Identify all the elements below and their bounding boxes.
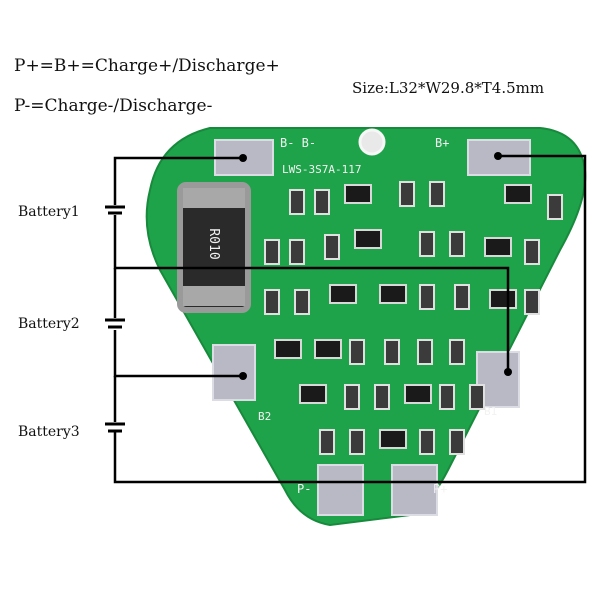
smd-transistor <box>314 339 342 359</box>
charge-discharge-plus-note: P+=B+=Charge+/Discharge+ <box>14 56 280 76</box>
battery3-label: Battery3 <box>18 424 80 440</box>
p-minus-label: P- <box>297 482 311 496</box>
connection-dot-b-plus <box>494 152 502 160</box>
smd-transistor <box>299 384 327 404</box>
battery2-label: Battery2 <box>18 316 80 332</box>
smd-resistor <box>417 339 433 365</box>
smd-resistor <box>524 289 540 315</box>
smd-resistor <box>374 384 390 410</box>
wire-b-plus <box>113 154 587 484</box>
b1-label: B1 <box>484 405 497 418</box>
b2-pad <box>212 344 256 401</box>
board-size-note: Size:L32*W29.8*T4.5mm <box>352 79 545 97</box>
smd-resistor <box>524 239 540 265</box>
b-minus-label: B- B- <box>280 136 316 150</box>
mounting-hole <box>358 128 386 156</box>
smd-resistor <box>264 239 280 265</box>
smd-resistor <box>429 181 445 207</box>
smd-transistor <box>274 339 302 359</box>
smd-resistor <box>264 289 280 315</box>
smd-resistor <box>547 194 563 220</box>
shunt-resistor-label: R010 <box>206 228 221 259</box>
smd-resistor <box>454 284 470 310</box>
shunt-resistor-terminal-top <box>183 188 245 208</box>
charge-discharge-minus-note: P-=Charge-/Discharge- <box>14 96 213 116</box>
smd-resistor <box>439 384 455 410</box>
smd-transistor <box>489 289 517 309</box>
smd-resistor <box>289 239 305 265</box>
battery3-symbol <box>105 422 125 433</box>
battery2-symbol <box>105 318 125 329</box>
wire-b-minus <box>113 156 243 205</box>
smd-resistor <box>294 289 310 315</box>
smd-resistor <box>419 284 435 310</box>
battery1-label: Battery1 <box>18 204 80 220</box>
battery-wiring <box>113 154 587 484</box>
p-plus-pad <box>391 464 438 516</box>
smd-resistor <box>344 384 360 410</box>
smd-resistor <box>319 429 335 455</box>
smd-resistor <box>449 231 465 257</box>
b-plus-label: B+ <box>435 136 449 150</box>
shunt-resistor-terminal-bottom <box>183 286 245 306</box>
smd-transistor <box>484 237 512 257</box>
smd-resistor <box>469 384 485 410</box>
model-label: LWS-3S7A-117 <box>282 163 361 176</box>
smd-resistor <box>419 429 435 455</box>
connection-dot-b2 <box>239 372 247 380</box>
smd-resistor <box>449 339 465 365</box>
smd-resistor <box>289 189 305 215</box>
smd-transistor <box>379 284 407 304</box>
smd-transistor <box>354 229 382 249</box>
shunt-resistor <box>177 182 251 313</box>
smd-resistor <box>314 189 330 215</box>
smd-transistor <box>504 184 532 204</box>
smd-resistor <box>384 339 400 365</box>
smd-transistor <box>344 184 372 204</box>
battery1-symbol <box>105 205 125 215</box>
smd-transistor <box>404 384 432 404</box>
smd-resistor <box>324 234 340 260</box>
smd-transistor <box>379 429 407 449</box>
connection-dot-b-minus <box>239 154 247 162</box>
smd-resistor <box>349 339 365 365</box>
p-minus-pad <box>317 464 364 516</box>
smd-components <box>264 181 563 455</box>
connection-dot-b1 <box>504 368 512 376</box>
p-plus-label: P+ <box>433 482 447 496</box>
smd-resistor <box>419 231 435 257</box>
smd-resistor <box>399 181 415 207</box>
smd-resistor <box>349 429 365 455</box>
b2-label: B2 <box>258 410 271 423</box>
smd-transistor <box>329 284 357 304</box>
wire-mid-upper <box>113 215 510 372</box>
smd-resistor <box>449 429 465 455</box>
